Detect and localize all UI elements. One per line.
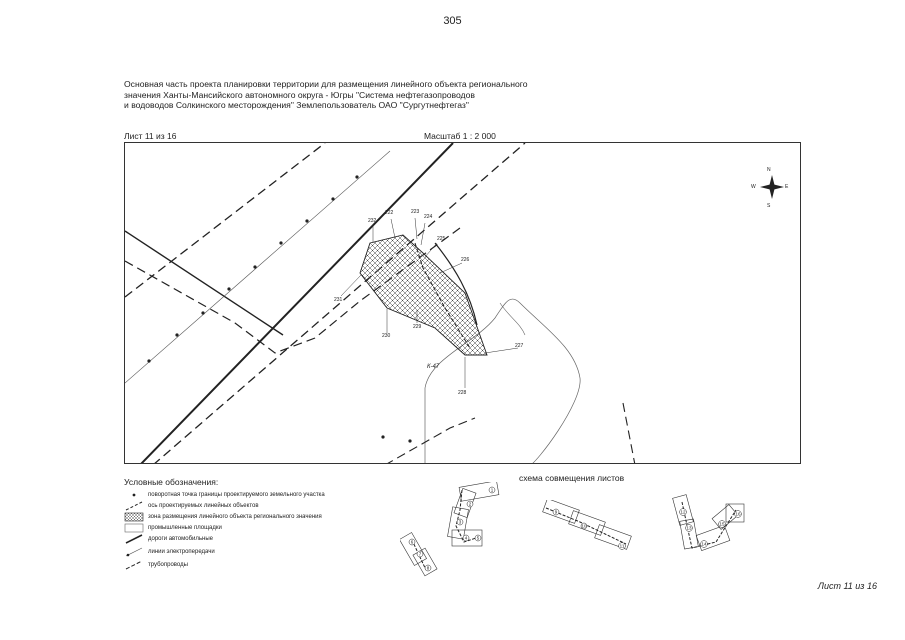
dot-icon: [132, 493, 136, 497]
road-icon: [125, 534, 143, 544]
label-226: 226: [461, 257, 470, 263]
compass-icon: [760, 175, 784, 199]
scheme-b-drawing: 9 10 11: [542, 500, 632, 550]
scheme-a-sheet-8: 8: [427, 566, 430, 571]
scheme-a-sheet-5: 5: [477, 536, 480, 541]
scheme-a-sheet-1: 1: [491, 488, 494, 493]
compass-w: W: [751, 184, 756, 190]
scheme-c-sheet-16: 16: [735, 512, 741, 517]
legend-item: зона размещения линейного объекта регион…: [124, 511, 322, 523]
scheme-title: схема совмещения листов: [519, 473, 625, 483]
label-230: 230: [382, 333, 391, 339]
sheet-label: Лист 11 из 16: [124, 131, 177, 141]
map-frame[interactable]: N S W E 232 222 223 224 225 226 227 228 …: [124, 142, 801, 464]
label-232: 232: [368, 218, 377, 224]
label-225: 225: [437, 236, 446, 242]
label-228: 228: [458, 390, 467, 396]
legend-item: трубопроводы: [124, 559, 188, 571]
scheme-a-sheet-7: 7: [419, 552, 422, 557]
power-line: [125, 150, 391, 384]
road-label: К-47: [427, 364, 440, 370]
project-axis: [414, 242, 471, 349]
road-left: [125, 230, 284, 336]
label-224: 224: [424, 214, 433, 220]
industrial-area-icon: [124, 523, 144, 533]
label-229: 229: [413, 324, 422, 330]
label-222: 222: [385, 210, 394, 216]
axis-line-icon: [125, 501, 143, 511]
legend-text: трубопроводы: [148, 562, 188, 568]
title-line-1: Основная часть проекта планировки террит…: [124, 79, 528, 89]
legend-item: линии электропередачи: [124, 546, 215, 558]
compass-n: N: [767, 167, 771, 173]
label-223: 223: [411, 209, 420, 215]
power-line-poles: [147, 175, 412, 443]
document-title: Основная часть проекта планировки террит…: [124, 79, 684, 111]
page-number: 305: [443, 15, 462, 27]
sheet-scheme-b: 9 10 11: [540, 500, 632, 556]
industrial-area-2: [499, 302, 526, 336]
title-line-3: и водоводов Солкинского месторождения" З…: [124, 100, 469, 111]
legend-title: Условные обозначения:: [124, 477, 219, 487]
scheme-c-sheet-12: 12: [680, 510, 686, 515]
label-227: 227: [515, 343, 524, 349]
crosshatch-zone-icon: [124, 512, 144, 522]
title-line-2: значения Ханты-Мансийского автономного о…: [124, 89, 475, 100]
label-231: 231: [334, 297, 343, 303]
pipeline-4: [387, 417, 476, 463]
scheme-a-sheet-6: 6: [411, 540, 414, 545]
legend-text: зона размещения линейного объекта регион…: [148, 514, 322, 520]
pipeline-1: [125, 143, 326, 298]
legend-item: дороги автомобильные: [124, 533, 213, 545]
scale-label: Масштаб 1 : 2 000: [424, 131, 496, 141]
scheme-c-sheet-13: 13: [686, 526, 692, 531]
legend-text: линии электропередачи: [148, 549, 215, 555]
power-line-icon: [125, 547, 143, 557]
compass-e: E: [785, 184, 789, 190]
short-road: [434, 242, 478, 326]
scheme-c-sheet-15: 15: [719, 522, 725, 527]
pipeline-icon: [125, 560, 143, 570]
scheme-b-sheet-10: 10: [581, 524, 587, 529]
scheme-a-drawing: 1 2 3 4 5 6 7 8: [400, 482, 500, 577]
legend-item: ось проектируемых линейных объектов: [124, 500, 259, 512]
road-main: [140, 143, 454, 463]
legend-text: промышленные площадки: [148, 525, 222, 531]
sheet-scheme-a: 1 2 3 4 5 6 7 8: [400, 482, 510, 578]
compass-s: S: [767, 203, 771, 209]
scheme-a-sheet-3: 3: [459, 520, 462, 525]
legend-item: поворотная точка границы проектируемого …: [124, 489, 325, 501]
leader-lines: [340, 217, 519, 388]
footer-sheet-label: Лист 11 из 16: [817, 581, 877, 591]
pipeline-2: [154, 143, 526, 463]
scheme-c-drawing: 12 13 14 15 16: [672, 494, 745, 552]
legend-text: дороги автомобильные: [148, 536, 213, 542]
legend-text: поворотная точка границы проектируемого …: [148, 492, 325, 498]
scheme-b-sheet-9: 9: [555, 510, 558, 515]
sheet-scheme-c: 12 13 14 15 16: [670, 490, 750, 570]
pipeline-5: [622, 402, 636, 463]
scheme-c-sheet-14: 14: [701, 542, 707, 547]
scheme-a-sheet-4: 4: [465, 536, 468, 541]
legend-text: ось проектируемых линейных объектов: [148, 503, 259, 509]
scheme-b-sheet-11: 11: [620, 544, 625, 549]
scheme-a-sheet-2: 2: [469, 502, 472, 507]
map-canvas: [125, 143, 784, 463]
legend-item: промышленные площадки: [124, 522, 222, 534]
